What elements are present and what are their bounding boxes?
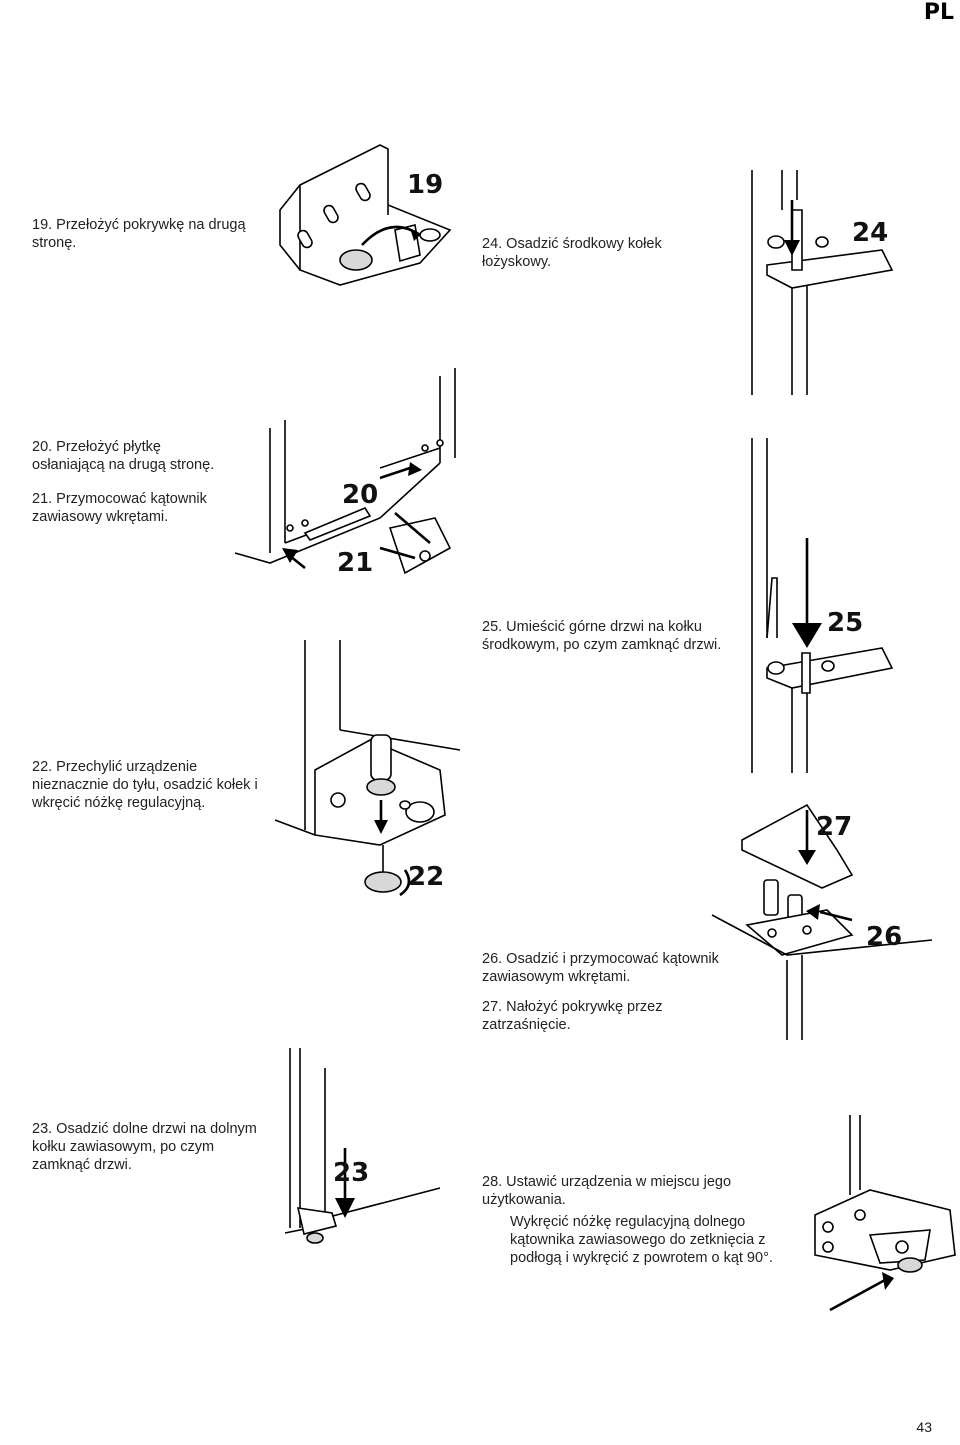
step-text: Osadzić i przymocować kątownik zawiasowy…	[482, 951, 719, 985]
step-text: Osadzić dolne drzwi na dolnym kołku zawi…	[32, 1121, 257, 1173]
step-text: Umieścić górne drzwi na kołku środkowym,…	[482, 619, 722, 653]
figure-22-label: 22	[408, 862, 445, 892]
figure-24-label: 24	[852, 218, 889, 248]
figure-19-illustration	[270, 135, 460, 295]
step-22: 22.Przechylić urządzenie nieznacznie do …	[32, 758, 272, 812]
figure-22-illustration	[270, 640, 480, 900]
step-19: 19.Przełożyć pokrywkę na drugą stronę.	[32, 216, 260, 252]
step-number: 25.	[482, 619, 503, 635]
step-21: 21.Przymocować kątownik zawiasowy wkręta…	[32, 490, 232, 526]
figure-25-label: 25	[827, 608, 864, 638]
step-text-2: Wykręcić nóżkę regulacyjną dolnego kątow…	[510, 1214, 773, 1266]
step-28: 28.Ustawić urządzenia w miejscu jego uży…	[482, 1173, 777, 1267]
step-23: 23.Osadzić dolne drzwi na dolnym kołku z…	[32, 1120, 262, 1174]
figure-23-label: 23	[333, 1158, 370, 1188]
step-number: 21.	[32, 491, 53, 507]
language-badge: PL	[884, 0, 960, 28]
step-text: Osadzić środkowy kołek łożyskowy.	[482, 236, 662, 270]
step-number: 27.	[482, 999, 503, 1015]
step-26: 26.Osadzić i przymocować kątownik zawias…	[482, 950, 752, 986]
step-number: 26.	[482, 951, 503, 967]
step-text: Ustawić urządzenia w miejscu jego użytko…	[482, 1174, 732, 1208]
step-text: Przełożyć płytkę osłaniającą na drugą st…	[32, 439, 215, 473]
figure-28-illustration	[790, 1115, 960, 1330]
page-number: 43	[916, 1419, 932, 1435]
figure-27-label: 27	[816, 812, 853, 842]
figure-26-label: 26	[866, 922, 903, 952]
figure-23-illustration	[280, 1048, 470, 1248]
step-20: 20.Przełożyć płytkę osłaniającą na drugą…	[32, 438, 232, 474]
step-number: 19.	[32, 217, 53, 233]
step-25: 25.Umieścić górne drzwi na kołku środkow…	[482, 618, 732, 654]
step-24: 24.Osadzić środkowy kołek łożyskowy.	[482, 235, 732, 271]
figure-20-21-illustration	[230, 368, 470, 578]
figure-19-label: 19	[407, 170, 444, 200]
step-text: Przymocować kątownik zawiasowy wkrętami.	[32, 491, 207, 525]
figure-26-27-illustration	[712, 790, 952, 1050]
figure-21-label: 21	[337, 548, 374, 578]
step-27: 27.Nałożyć pokrywkę przez zatrzaśnięcie.	[482, 998, 752, 1034]
step-number: 28.	[482, 1174, 503, 1190]
step-number: 24.	[482, 236, 503, 252]
step-text: Przełożyć pokrywkę na drugą stronę.	[32, 217, 246, 251]
figure-20-label: 20	[342, 480, 379, 510]
figure-25-illustration	[752, 438, 952, 778]
step-number: 22.	[32, 759, 53, 775]
figure-24-illustration	[752, 170, 952, 400]
step-text: Nałożyć pokrywkę przez zatrzaśnięcie.	[482, 999, 663, 1033]
step-text: Przechylić urządzenie nieznacznie do tył…	[32, 759, 258, 811]
step-number: 23.	[32, 1121, 53, 1137]
step-number: 20.	[32, 439, 53, 455]
